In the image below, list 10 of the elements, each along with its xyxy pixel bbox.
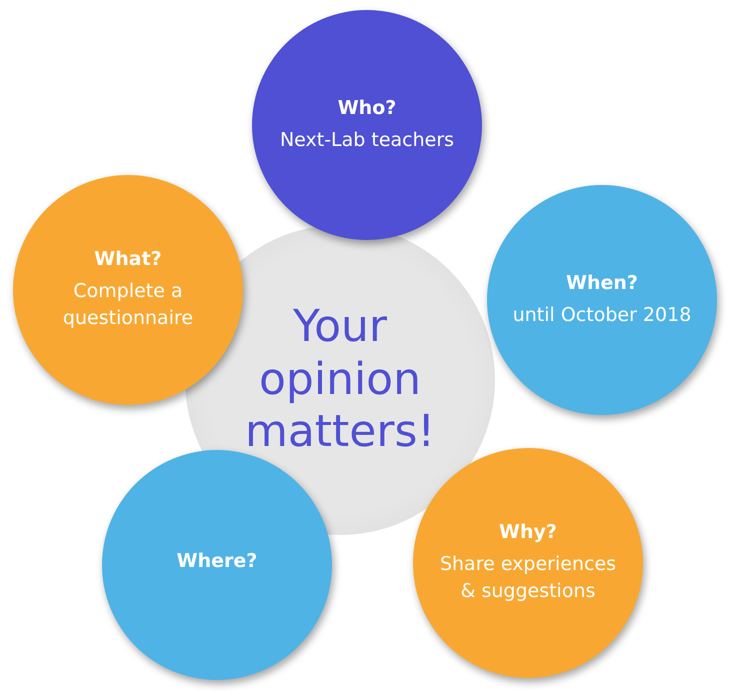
answer-text: Complete a questionnaire	[62, 279, 194, 331]
question-heading: When?	[566, 272, 638, 294]
question-heading: Why?	[499, 521, 557, 544]
answer-text: until October 2018	[512, 302, 692, 328]
answer-text: Next-Lab teachers	[280, 128, 454, 153]
center-title: Your opinion matters!	[244, 300, 436, 460]
answer-text: Share experiences & suggestions	[438, 552, 618, 604]
question-heading: Who?	[338, 96, 396, 119]
question-heading: Where?	[176, 550, 258, 572]
question-heading: What?	[94, 248, 162, 270]
